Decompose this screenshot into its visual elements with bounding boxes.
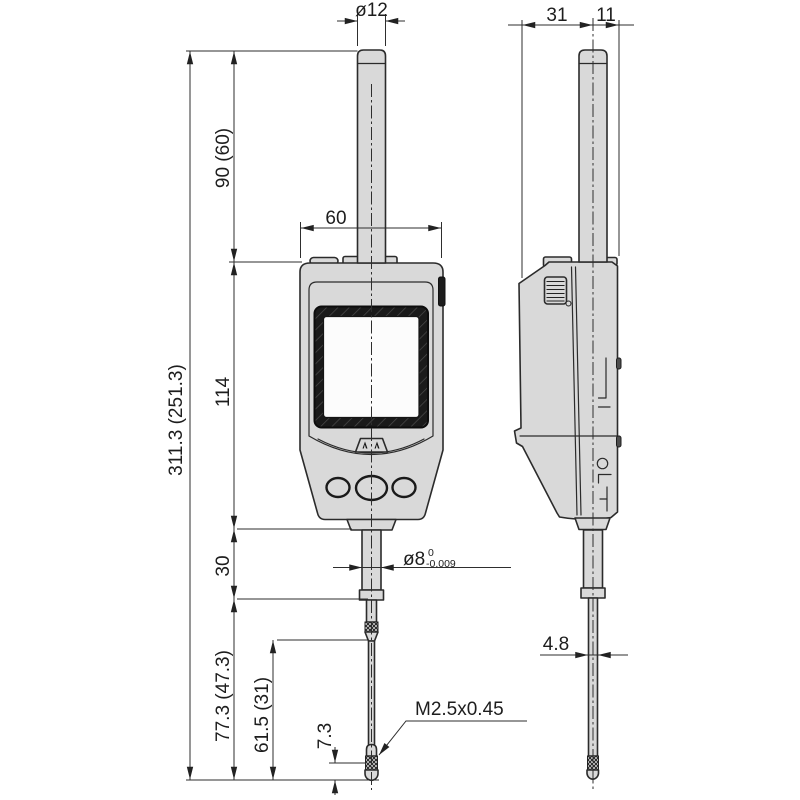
label-spindle-lower-length: 61.5 (31) (252, 677, 273, 753)
thumb-wheel (543, 276, 572, 307)
label-overall-length: 311.3 (251.3) (166, 364, 187, 476)
front-view (299, 49, 446, 790)
button-left (325, 476, 351, 499)
label-body-width: 60 (325, 208, 346, 229)
label-stem-diameter: ø8 (403, 549, 425, 570)
label-side-depth-back: 11 (596, 5, 616, 26)
label-upper-length: 90 (60) (213, 128, 234, 188)
label-spindle-top-diameter: ø12 (355, 0, 388, 21)
wheel-pin (565, 300, 572, 307)
label-side-depth-front: 31 (546, 5, 567, 26)
label-contact-point-length: 7.3 (315, 723, 336, 749)
label-stem-tolerance-upper: 0 (428, 547, 434, 559)
contact-neck (365, 743, 378, 757)
leader-contact-thread (378, 720, 527, 756)
label-lower-length: 77.3 (47.3) (213, 650, 234, 742)
face-panel (308, 281, 434, 456)
label-spindle-rod-diameter: 4.8 (543, 634, 569, 655)
lifting-lever-hole (596, 457, 609, 470)
clamp-screw (438, 276, 446, 307)
side-detail-lines (596, 357, 612, 512)
back-lug-upper (616, 357, 622, 370)
label-stem-length: 30 (213, 555, 234, 576)
dimensions: ø12 31 11 60 90 (60) 311.3 (251.3) 114 3… (166, 0, 634, 795)
button-right (391, 476, 417, 499)
label-body-height: 114 (213, 376, 234, 407)
label-stem-tolerance-lower: -0.009 (426, 558, 456, 570)
back-lug-lower (616, 435, 622, 448)
side-body (513, 261, 619, 521)
label-contact-thread-spec: M2.5x0.45 (415, 699, 504, 720)
side-view (513, 18, 622, 790)
